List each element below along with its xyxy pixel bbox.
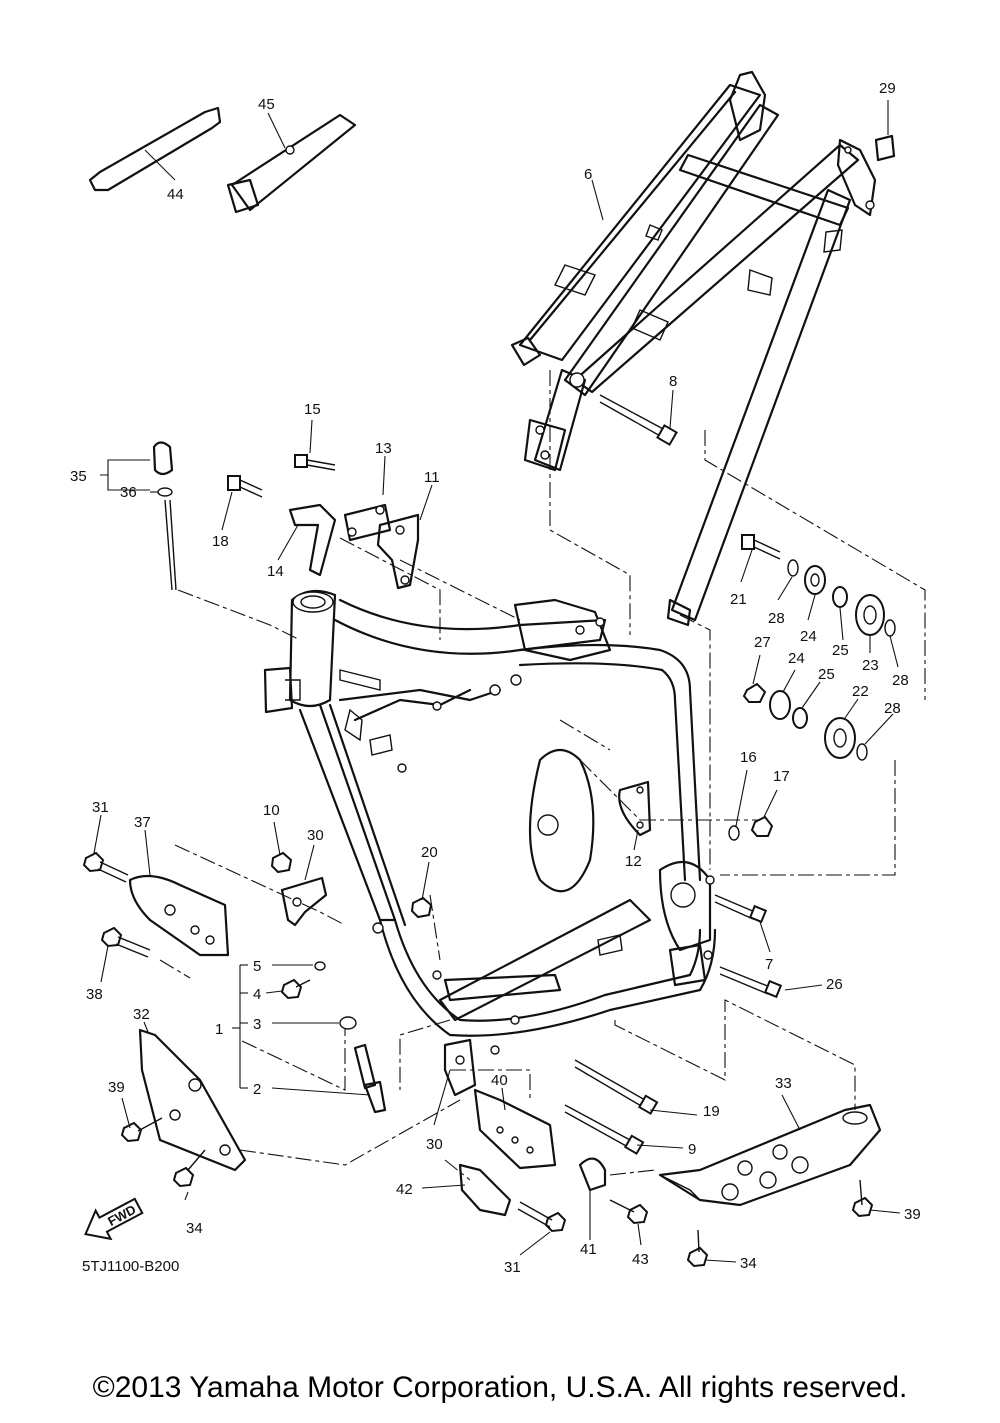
- callout-3: 3: [253, 1016, 261, 1033]
- rear-subframe: [510, 70, 877, 627]
- callout-32: 32: [133, 1006, 150, 1023]
- callout-15: 15: [304, 401, 321, 418]
- callout-25b: 25: [818, 666, 835, 683]
- engine-brackets: [288, 503, 652, 837]
- callout-45: 45: [258, 96, 275, 113]
- small-parts: [88, 106, 896, 1217]
- callout-12: 12: [625, 853, 642, 870]
- callout-34a: 34: [186, 1220, 203, 1237]
- callout-9: 9: [688, 1141, 696, 1158]
- callout-33: 33: [775, 1075, 792, 1092]
- callout-21: 21: [730, 591, 747, 608]
- callout-19: 19: [703, 1103, 720, 1120]
- callout-39b: 39: [904, 1206, 921, 1223]
- callout-28b: 28: [892, 672, 909, 689]
- callout-17: 17: [773, 768, 790, 785]
- callout-29: 29: [879, 80, 896, 97]
- callout-28a: 28: [768, 610, 785, 627]
- callout-10: 10: [263, 802, 280, 819]
- callout-31b: 31: [504, 1259, 521, 1276]
- callout-37: 37: [134, 814, 151, 831]
- callout-25a: 25: [832, 642, 849, 659]
- callout-1: 1: [215, 1021, 223, 1038]
- fasteners: [82, 394, 896, 1268]
- callout-5: 5: [253, 958, 261, 975]
- callout-7: 7: [765, 956, 773, 973]
- callout-16: 16: [740, 749, 757, 766]
- callout-24b: 24: [788, 650, 805, 667]
- callout-18: 18: [212, 533, 229, 550]
- callout-6: 6: [584, 166, 592, 183]
- callout-20: 20: [421, 844, 438, 861]
- callout-14: 14: [267, 563, 284, 580]
- callout-30a: 30: [307, 827, 324, 844]
- callout-30b: 30: [426, 1136, 443, 1153]
- callout-38: 38: [86, 986, 103, 1003]
- callout-28c: 28: [884, 700, 901, 717]
- callout-35: 35: [70, 468, 87, 485]
- callout-8: 8: [669, 373, 677, 390]
- callout-13: 13: [375, 440, 392, 457]
- callout-34b: 34: [740, 1255, 757, 1272]
- callout-2: 2: [253, 1081, 261, 1098]
- callout-44: 44: [167, 186, 184, 203]
- callout-43: 43: [632, 1251, 649, 1268]
- alignment-lines: [159, 370, 926, 1181]
- callout-24a: 24: [800, 628, 817, 645]
- leader-lines: [93, 100, 901, 1263]
- callout-41: 41: [580, 1241, 597, 1258]
- callout-27: 27: [754, 634, 771, 651]
- callout-40: 40: [491, 1072, 508, 1089]
- callout-11: 11: [424, 469, 440, 486]
- callout-labels: 6 29 8 15 13 11 35 36 18 14 21 28 24 25 …: [70, 80, 921, 1276]
- main-frame: [263, 589, 717, 1055]
- callout-31a: 31: [92, 799, 109, 816]
- callout-42: 42: [396, 1181, 413, 1198]
- diagram-code: 5TJ1100-B200: [82, 1258, 179, 1275]
- callout-22: 22: [852, 683, 869, 700]
- callout-39a: 39: [108, 1079, 125, 1096]
- fwd-arrow: FWD: [84, 1197, 144, 1241]
- callout-4: 4: [253, 986, 261, 1003]
- callout-26: 26: [826, 976, 843, 993]
- callout-23: 23: [862, 657, 879, 674]
- copyright-notice: ©2013 Yamaha Motor Corporation, U.S.A. A…: [92, 1371, 908, 1404]
- callout-36: 36: [120, 484, 137, 501]
